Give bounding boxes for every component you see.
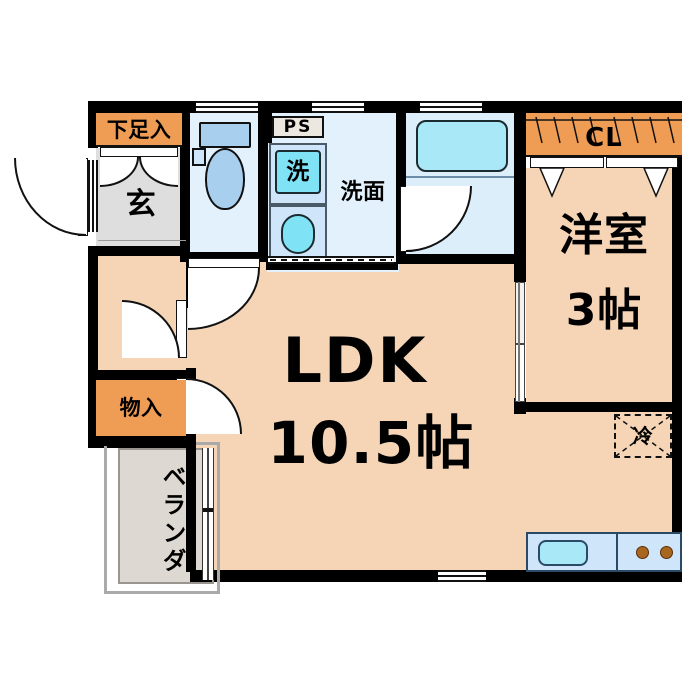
ldk-floor: [190, 252, 520, 582]
pipe-shaft-label: PS: [283, 116, 313, 137]
toilet-bowl: [205, 148, 245, 210]
storage-label: 物入: [119, 395, 163, 420]
veranda-sliding-door-rail: [207, 448, 209, 580]
exterior-wall-left-upper: [88, 101, 98, 148]
refrigerator-label: 冷: [632, 424, 654, 448]
exterior-wall-left-mid: [88, 250, 98, 446]
wall-western-room-left: [514, 258, 526, 282]
window-bath: [420, 101, 482, 113]
sliding-door-track: [518, 282, 520, 402]
western-room-name: 洋室: [559, 210, 649, 261]
toilet-door-panel[interactable]: [188, 258, 260, 268]
sliding-door-western-room-upper[interactable]: [515, 282, 525, 344]
shoe-cabinet: [96, 113, 182, 147]
closet-door-fold-marks: [526, 167, 682, 198]
western-room-floor: [526, 168, 682, 410]
exterior-wall-bottom: [190, 570, 682, 582]
wall-washroom-bottom: [266, 262, 398, 270]
wall-toilet-bottom: [180, 252, 268, 262]
wall-western-room-bottom: [514, 402, 682, 412]
wall-ps-divider: [268, 113, 272, 143]
exterior-wall-right: [672, 101, 682, 582]
wall-storage-bottom: [88, 436, 188, 446]
ldk-size: 10.5帖: [267, 409, 475, 477]
toilet-flush-handle: [192, 148, 206, 166]
ldk-name: LDK: [282, 324, 428, 397]
refrigerator-space: [614, 414, 672, 458]
washroom-label: 洗面: [340, 180, 386, 205]
veranda-sliding-door-handle: [203, 508, 213, 512]
window-washroom: [312, 101, 364, 113]
bathtub: [416, 120, 508, 172]
window-genkan-left: [88, 160, 98, 232]
wall-washroom-bath: [396, 101, 406, 163]
genkan-label: 玄: [125, 187, 157, 222]
window-toilet: [196, 101, 258, 113]
shoe-cabinet-door-panel: [100, 147, 178, 157]
entrance-door-swing-arc: [14, 158, 86, 236]
toilet-tank: [199, 122, 251, 148]
refrigerator-cross-marks: [614, 414, 672, 458]
window-ldk-bottom: [438, 570, 486, 582]
storage-closet: [96, 380, 186, 436]
bath-floor-divider: [406, 176, 514, 178]
closet-hatching: [526, 113, 682, 157]
exterior-wall-top: [88, 101, 682, 113]
vanity-basin: [281, 214, 315, 254]
wall-bath-bottom: [396, 254, 522, 264]
washing-machine-label: 洗: [286, 158, 310, 185]
hallway-door-panel-upper[interactable]: [176, 300, 187, 358]
wall-genkan-toilet: [180, 101, 190, 258]
sliding-door-western-room-lower[interactable]: [515, 344, 525, 402]
wall-bath-right: [514, 101, 526, 264]
pipe-shaft-box: [272, 116, 324, 138]
kitchen-sink: [538, 540, 588, 566]
western-room-size: 3帖: [565, 285, 643, 336]
kitchen-counter-divider: [616, 532, 618, 572]
genkan-step-line: [98, 240, 186, 241]
wall-toilet-right: [258, 101, 268, 258]
stove-burner-left: [636, 546, 649, 559]
veranda-floor: [120, 450, 212, 582]
washroom-threshold-dashes: [270, 259, 392, 261]
washing-machine-icon: [275, 150, 321, 194]
wall-storage-top: [88, 370, 188, 380]
stove-burner-right: [660, 546, 673, 559]
shoe-cabinet-label: 下足入: [106, 117, 172, 142]
wall-genkan-bottom: [88, 246, 190, 256]
closet-door-panel-right[interactable]: [606, 157, 678, 168]
wall-hallway-right-bottom: [186, 432, 196, 572]
veranda-label: ベランダ: [158, 464, 186, 576]
closet-door-panel-left[interactable]: [530, 157, 604, 168]
closet-label: CL: [585, 123, 623, 153]
